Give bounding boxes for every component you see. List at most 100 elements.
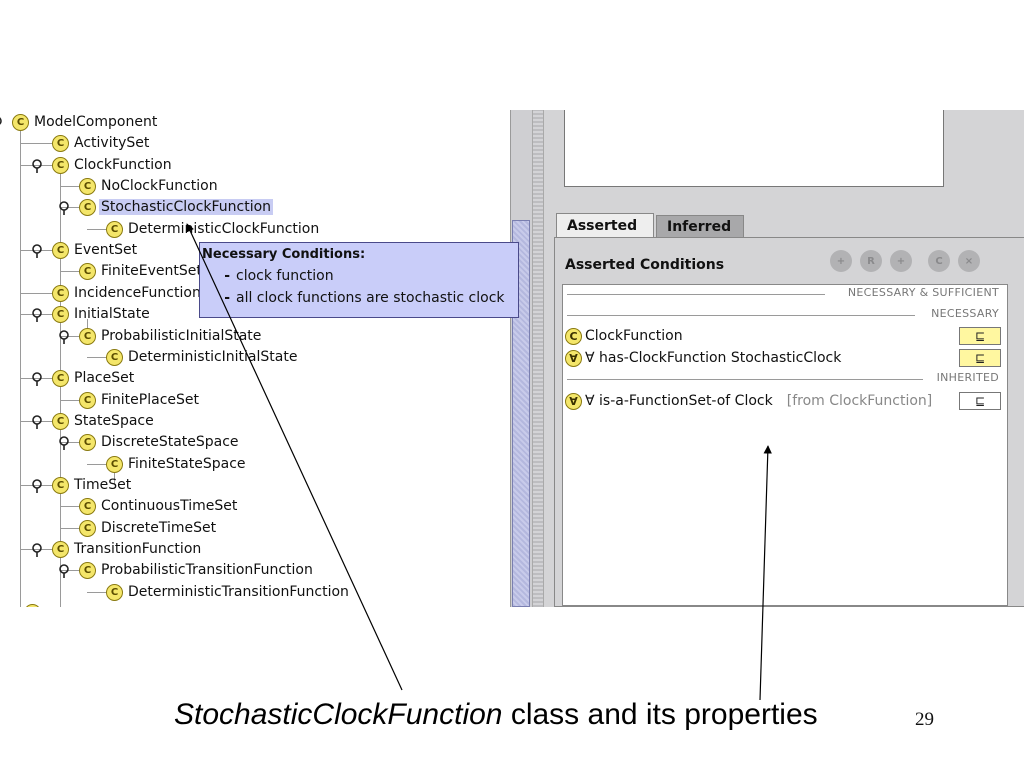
class-icon: C	[106, 583, 123, 601]
necessary-conditions-tooltip: Necessary Conditions: -clock function -a…	[199, 242, 519, 318]
tree-item-label: FinitePlaceSet	[101, 392, 199, 408]
expand-toggle-icon[interactable]	[57, 435, 71, 450]
annotations-box[interactable]	[564, 110, 944, 187]
section-header-necessary-sufficient: NECESSARY & SUFFICIENT	[563, 286, 1001, 302]
class-icon: C	[12, 113, 29, 131]
condition-row[interactable]: ∀ ∀ has-ClockFunction StochasticClock ⊑	[565, 347, 1005, 369]
restriction-icon: ∀	[565, 392, 582, 410]
expand-toggle-icon[interactable]	[30, 307, 44, 322]
delete-icon[interactable]: ×	[958, 250, 980, 272]
asserted-conditions-panel: Asserted Conditions + R + C × NECESSARY …	[554, 237, 1024, 607]
tooltip-item-text: clock function	[236, 268, 334, 284]
class-icon: C	[106, 220, 123, 238]
tree-item-label: DeterministicInitialState	[128, 349, 298, 365]
class-icon: C	[106, 348, 123, 366]
class-icon: C	[52, 412, 69, 430]
split-pane-divider[interactable]	[532, 110, 544, 607]
expand-toggle-icon[interactable]	[30, 414, 44, 429]
section-header-inherited: INHERITED	[563, 371, 1001, 387]
class-icon: C	[79, 177, 96, 195]
tree-item-label: InitialState	[74, 306, 150, 322]
class-icon: C	[79, 433, 96, 451]
inherited-from-label: [from ClockFunction]	[786, 393, 933, 409]
slide-caption: StochasticClockFunction class and its pr…	[174, 698, 818, 732]
tree-item[interactable]: C TimeSet	[52, 475, 133, 495]
section-label: NECESSARY	[931, 307, 999, 320]
tree-item[interactable]: C IncidenceFunction	[52, 283, 203, 303]
subclass-badge: ⊑	[959, 349, 1001, 367]
class-icon: C	[79, 262, 96, 280]
tooltip-item: -clock function	[202, 268, 518, 284]
condition-label: ClockFunction	[585, 328, 683, 344]
class-icon: C	[79, 198, 96, 216]
class-icon: C	[106, 455, 123, 473]
expand-toggle-icon[interactable]	[57, 563, 71, 578]
conditions-list: NECESSARY & SUFFICIENT NECESSARY C Clock…	[562, 284, 1008, 606]
expand-toggle-icon[interactable]	[30, 371, 44, 386]
tree-item[interactable]: C DeterministicTransitionFunction	[106, 582, 351, 602]
expand-toggle-icon[interactable]	[0, 115, 4, 129]
tooltip-item-text: all clock functions are stochastic clock	[236, 290, 505, 306]
add-named-class-icon[interactable]: +	[830, 250, 852, 272]
tree-item-label: ContinuousTimeSet	[101, 498, 238, 514]
expand-toggle-icon[interactable]	[57, 200, 71, 215]
tree-item-label: StochasticClockFunction	[99, 199, 274, 215]
expand-toggle-icon[interactable]	[57, 329, 71, 344]
add-expression-icon[interactable]: +	[890, 250, 912, 272]
tree-item[interactable]: C FinitePlaceSet	[79, 390, 201, 410]
add-restriction-icon[interactable]: R	[860, 250, 882, 272]
find-icon[interactable]: C	[928, 250, 950, 272]
subclass-badge: ⊑	[959, 392, 1001, 410]
class-icon	[24, 604, 41, 607]
tree-item-label: ProbabilisticInitialState	[101, 328, 262, 344]
tree-item[interactable]: C ActivitySet	[52, 133, 151, 153]
condition-row[interactable]: C ClockFunction ⊑	[565, 325, 1005, 347]
class-icon: C	[52, 369, 69, 387]
class-icon: C	[52, 134, 69, 152]
class-icon: C	[52, 305, 69, 323]
inherited-condition-row[interactable]: ∀ ∀ is-a-FunctionSet-of Clock [from Cloc…	[565, 390, 1005, 412]
tree-item-label: ActivitySet	[74, 135, 150, 151]
tab-inferred[interactable]: Inferred	[656, 215, 744, 237]
tree-item-label: TimeSet	[74, 477, 132, 493]
class-icon: C	[79, 519, 96, 537]
expand-toggle-icon[interactable]	[30, 243, 44, 258]
expand-toggle-icon[interactable]	[30, 542, 44, 557]
tree-item-label: DeterministicTransitionFunction	[128, 584, 349, 600]
expand-toggle-icon[interactable]	[30, 158, 44, 173]
tab-asserted[interactable]: Asserted	[556, 213, 654, 238]
expand-toggle-icon[interactable]	[30, 478, 44, 493]
class-icon: C	[52, 476, 69, 494]
class-icon: C	[52, 284, 69, 302]
tree-item[interactable]: C InitialState	[52, 304, 152, 324]
class-icon: C	[79, 391, 96, 409]
class-icon: C	[52, 540, 69, 558]
section-label: NECESSARY & SUFFICIENT	[847, 286, 999, 299]
bullet: -	[224, 268, 230, 284]
subclass-badge: ⊑	[959, 327, 1001, 345]
tree-item[interactable]: C DeterministicInitialState	[106, 347, 299, 367]
condition-label: ∀ is-a-FunctionSet-of Clock	[585, 393, 773, 409]
tree-item-label: ProbabilisticTransitionFunction	[101, 562, 313, 578]
tree-item-label: IncidenceFunction	[74, 285, 201, 301]
condition-label: ∀ has-ClockFunction StochasticClock	[585, 350, 842, 366]
restriction-icon: ∀	[565, 349, 582, 367]
tree-item-label: EventSet	[74, 242, 138, 258]
